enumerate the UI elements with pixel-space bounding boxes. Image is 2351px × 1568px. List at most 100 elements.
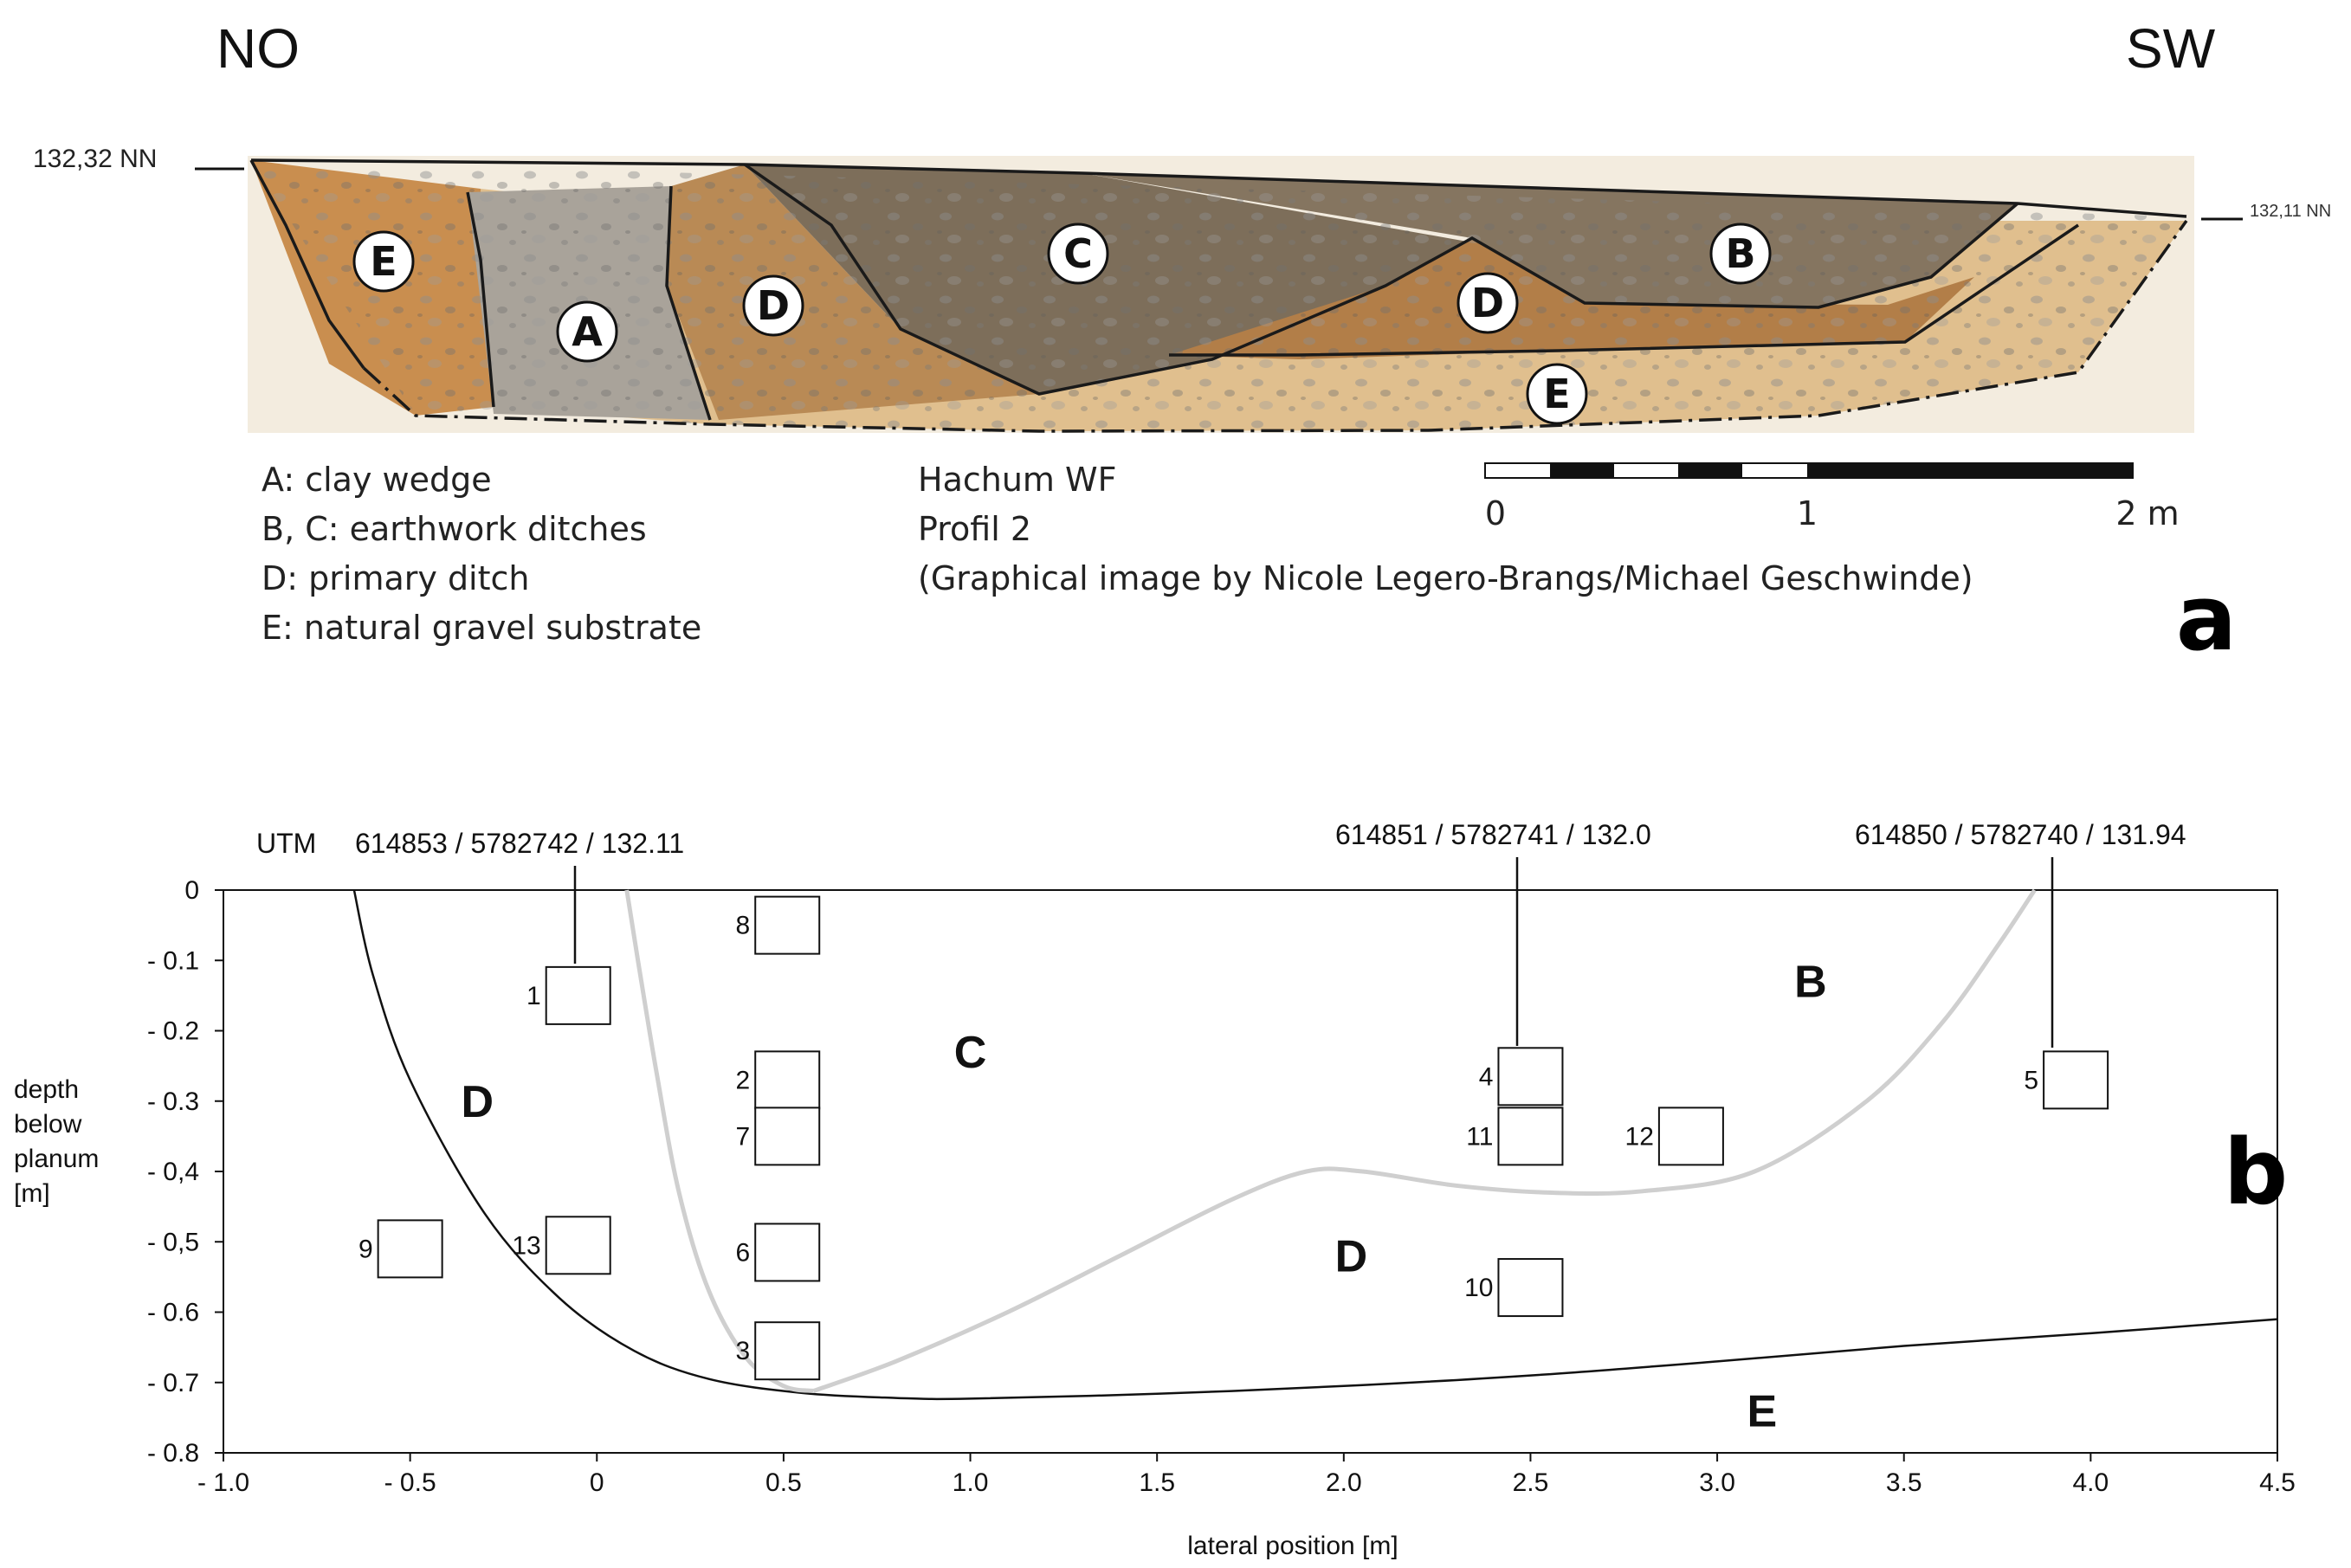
x-tick-label: 4.5 bbox=[2259, 1468, 2296, 1497]
unit-label-text: D bbox=[757, 282, 790, 329]
sample-box bbox=[754, 895, 821, 955]
x-tick-label: 3.5 bbox=[1886, 1468, 1922, 1497]
a-left-boundary bbox=[466, 191, 495, 408]
panel-letter-b: b bbox=[2224, 1120, 2288, 1225]
caption: Hachum WF Profil 2 (Graphical image by N… bbox=[918, 461, 1973, 597]
sample-11: 11 bbox=[1466, 1107, 1564, 1166]
x-tick-label: - 0.5 bbox=[384, 1468, 436, 1497]
sample-number: 11 bbox=[1466, 1122, 1493, 1151]
sample-number: 7 bbox=[736, 1122, 751, 1151]
sample-12: 12 bbox=[1625, 1107, 1724, 1166]
sample-box bbox=[377, 1219, 443, 1279]
utm-coordinate: 614853 / 5782742 / 132.11 bbox=[355, 828, 684, 859]
direction-right: SW bbox=[2126, 17, 2216, 80]
unit-label-text: D bbox=[1471, 280, 1504, 326]
utm-annotations: UTM 614853 / 5782742 / 132.11 614851 / 5… bbox=[256, 819, 2186, 1048]
sample-number: 4 bbox=[1479, 1062, 1494, 1091]
sample-5: 5 bbox=[2024, 1050, 2109, 1110]
sample-3: 3 bbox=[736, 1321, 821, 1381]
x-tick-label: 2.0 bbox=[1326, 1468, 1362, 1497]
y-axis-title: depth below planum [m] bbox=[14, 1075, 99, 1208]
legend-item: B, C: earthwork ditches bbox=[262, 510, 647, 548]
left-edge-line bbox=[249, 159, 365, 370]
d-base-line bbox=[1169, 223, 2079, 357]
profile-outlines bbox=[249, 158, 2187, 421]
utm-label: UTM bbox=[256, 828, 316, 859]
x-tick-label: 0.5 bbox=[765, 1468, 802, 1497]
utm-coordinate: 614851 / 5782741 / 132.0 bbox=[1335, 819, 1651, 850]
scale-label-2: 2 m bbox=[2115, 494, 2179, 532]
x-tick-label: 3.0 bbox=[1699, 1468, 1735, 1497]
sample-6: 6 bbox=[736, 1223, 821, 1282]
unit-label-b: B bbox=[1709, 223, 1772, 285]
boundary-grey-d-line bbox=[812, 888, 2037, 1393]
sample-1: 1 bbox=[526, 965, 611, 1025]
x-tick-label: - 1.0 bbox=[197, 1468, 249, 1497]
y-tick-label: - 0.2 bbox=[147, 1017, 199, 1046]
y-axis-title-line: depth bbox=[14, 1075, 79, 1104]
caption-credit: (Graphical image by Nicole Legero-Brangs… bbox=[918, 559, 1973, 597]
x-tick-label: 4.0 bbox=[2073, 1468, 2109, 1497]
y-tick-label: - 0.8 bbox=[147, 1439, 199, 1468]
x-tick-label: 0 bbox=[590, 1468, 604, 1497]
direction-left: NO bbox=[216, 17, 300, 80]
excavation-base-line bbox=[362, 219, 2188, 433]
unit-label-a: A bbox=[556, 300, 618, 363]
sample-box bbox=[1497, 1047, 1564, 1107]
sample-number: 13 bbox=[512, 1231, 540, 1260]
plot-frame bbox=[223, 889, 2278, 1454]
y-tick-label: 0 bbox=[184, 876, 199, 905]
c-b-base-line bbox=[743, 163, 2019, 396]
legend-item: A: clay wedge bbox=[262, 461, 492, 499]
scale-bar: 0 1 2 m bbox=[1484, 462, 2180, 532]
x-tick-label: 1.5 bbox=[1139, 1468, 1175, 1497]
legend-item: E: natural gravel substrate bbox=[262, 609, 701, 647]
unit-label-text: E bbox=[1543, 371, 1570, 417]
sample-box bbox=[1497, 1258, 1564, 1318]
utm-coordinate: 614850 / 5782740 / 131.94 bbox=[1855, 819, 2186, 850]
zone-label: B bbox=[1794, 958, 1827, 1008]
legend: A: clay wedge B, C: earthwork ditches D:… bbox=[262, 461, 701, 647]
unit-label-text: E bbox=[370, 238, 397, 285]
y-tick-label: - 0.6 bbox=[147, 1299, 199, 1327]
x-axis-title: lateral position [m] bbox=[1187, 1532, 1398, 1560]
boundary-black-line bbox=[352, 889, 2278, 1401]
sample-number: 5 bbox=[2024, 1066, 2038, 1094]
sample-number: 3 bbox=[736, 1337, 751, 1365]
sample-7: 7 bbox=[736, 1107, 821, 1166]
sample-number: 2 bbox=[736, 1066, 751, 1094]
zone-label: D bbox=[1335, 1232, 1368, 1282]
sample-number: 1 bbox=[526, 982, 541, 1010]
y-tick-label: - 0.1 bbox=[147, 946, 199, 975]
y-axis-title-line: planum bbox=[14, 1145, 99, 1173]
y-tick-label: - 0,5 bbox=[147, 1228, 199, 1256]
sample-8: 8 bbox=[736, 895, 821, 955]
unit-label-d-right: D bbox=[1456, 272, 1519, 334]
caption-site: Hachum WF bbox=[918, 461, 1116, 499]
unit-label-e-left: E bbox=[352, 230, 415, 293]
sample-13: 13 bbox=[512, 1216, 611, 1275]
sample-number: 6 bbox=[736, 1238, 751, 1267]
sample-2: 2 bbox=[736, 1050, 821, 1110]
zone-label: E bbox=[1747, 1386, 1777, 1436]
unit-label-d-left: D bbox=[742, 274, 804, 337]
sample-box bbox=[545, 965, 611, 1025]
y-tick-label: - 0.3 bbox=[147, 1087, 199, 1116]
surface-line bbox=[250, 158, 2187, 218]
a-right-boundary bbox=[665, 185, 712, 421]
zone-label: D bbox=[461, 1077, 494, 1127]
panel-letter-a: a bbox=[2176, 565, 2237, 671]
scale-label-0: 0 bbox=[1485, 494, 1506, 532]
elevation-left-label: 132,32 NN bbox=[33, 145, 157, 173]
panel-a: NO SW 132,32 NN 132,11 NN bbox=[33, 17, 2331, 671]
sample-box bbox=[754, 1050, 821, 1110]
elevation-right-label: 132,11 NN bbox=[2250, 202, 2331, 221]
unit-label-e-right: E bbox=[1526, 363, 1588, 425]
unit-label-text: C bbox=[1063, 230, 1093, 277]
sample-10: 10 bbox=[1464, 1258, 1564, 1318]
